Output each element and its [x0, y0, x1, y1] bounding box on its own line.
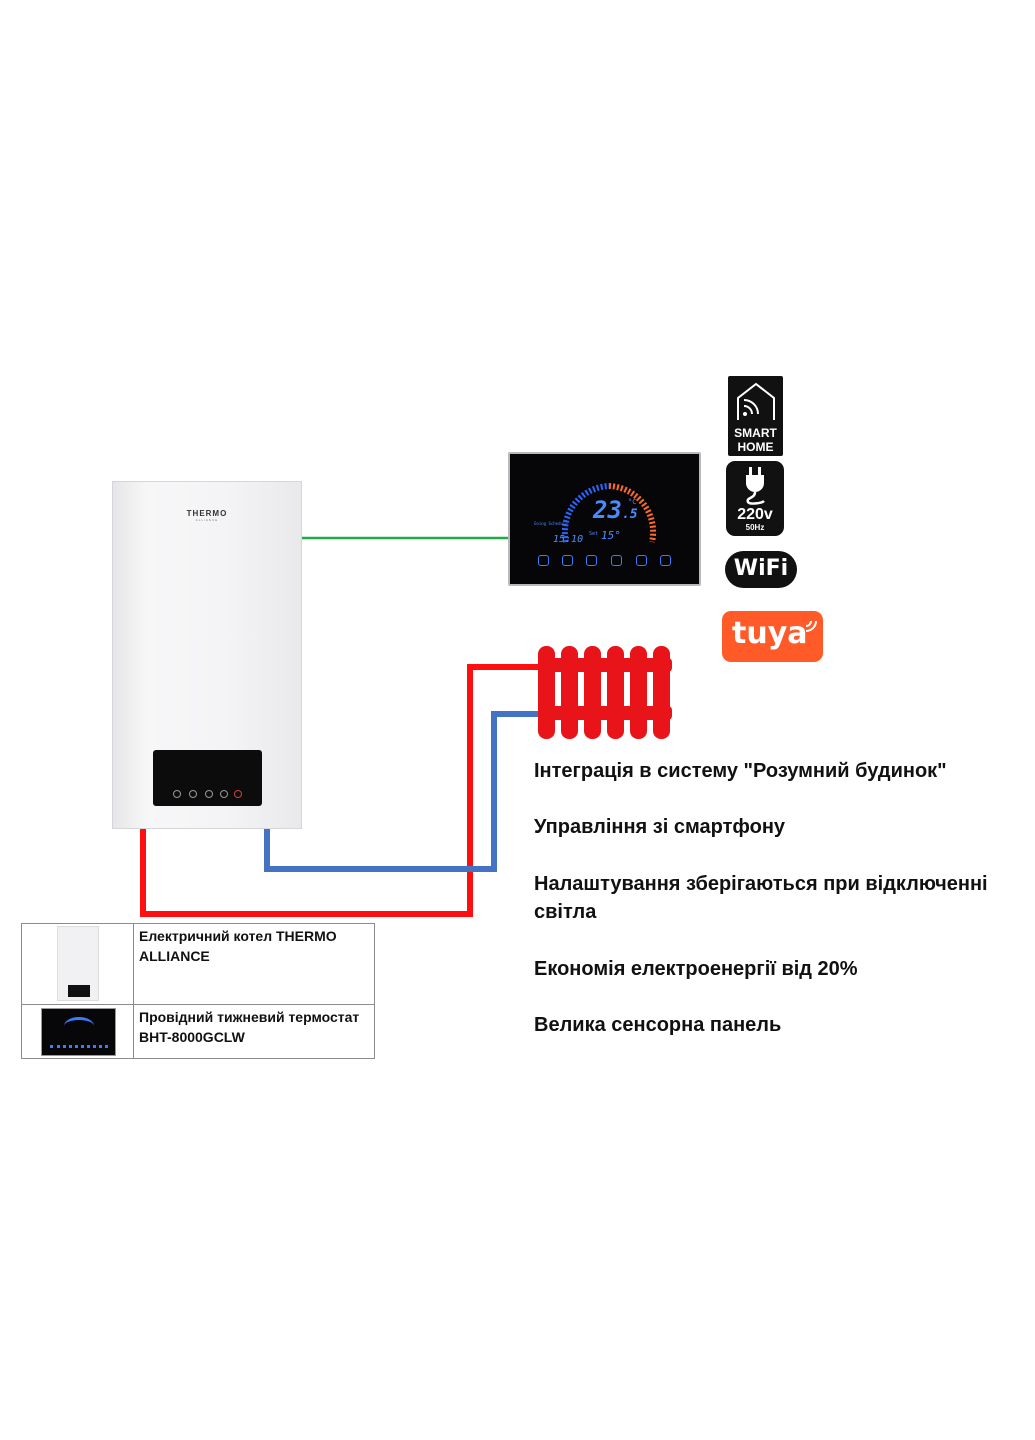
thermostat-set-label: Set	[589, 531, 599, 537]
legend-thermostat-label: Провідний тижневий термостат BHT-8000GCL…	[139, 1009, 360, 1045]
radiator-fin	[538, 646, 555, 739]
legend-row-boiler: Електричний котел THERMO ALLIANCE	[22, 924, 374, 1005]
plug-icon	[746, 467, 765, 505]
boiler-power-button	[234, 790, 242, 798]
thermostat-set-temp: 15°	[601, 529, 621, 542]
wifi-badge: WiFi	[725, 551, 797, 588]
radiator-fin	[607, 646, 624, 739]
return-pipe	[264, 711, 540, 872]
radiator-fin	[561, 646, 578, 739]
legend-thermostat-thumb	[22, 1005, 134, 1058]
thermostat-unit: °C	[628, 498, 637, 506]
boiler-button	[189, 790, 197, 798]
smart-home-line-2: HOME	[737, 440, 774, 454]
boiler-brand: THERMO	[186, 509, 228, 518]
smart-home-badge: SMART HOME	[728, 376, 783, 456]
feature-energy-saving: Економія електроенергії від 20%	[534, 958, 858, 980]
legend-boiler-label: Електричний котел THERMO ALLIANCE	[139, 928, 337, 964]
thermostat: 23.5 °C Going Schedule 15:10 Set 15°	[508, 452, 701, 586]
tuya-logo: tuya	[732, 616, 808, 651]
feature-touch-panel: Велика сенсорна панель	[534, 1014, 782, 1036]
tuya-badge: tuya	[722, 611, 823, 662]
tuya-signal-icon	[805, 620, 817, 632]
legend-row-thermostat: Провідний тижневий термостат BHT-8000GCL…	[22, 1005, 374, 1058]
clock-icon[interactable]	[611, 555, 622, 566]
down-icon[interactable]	[660, 555, 671, 566]
smart-home-line-1: SMART	[734, 426, 777, 440]
boiler-brand-sub: ALLIANCE	[195, 518, 219, 522]
boiler-button	[220, 790, 228, 798]
thermostat-gauge	[561, 483, 657, 543]
feature-smart-home: Інтеграція в систему "Розумний будинок"	[534, 760, 947, 782]
electric-boiler: THERMO ALLIANCE	[112, 481, 302, 829]
fan-icon[interactable]	[562, 555, 573, 566]
radiator-header-top	[538, 658, 672, 672]
radiator-header-bottom	[538, 706, 672, 720]
feature-settings-memory: Налаштування зберігаються при відключенн…	[534, 873, 988, 923]
power-icon[interactable]	[538, 555, 549, 566]
thermostat-temp: 23.5	[593, 496, 638, 524]
up-icon[interactable]	[636, 555, 647, 566]
legend-boiler-thumb	[22, 924, 134, 1004]
radiator	[538, 646, 672, 739]
boiler-button	[173, 790, 181, 798]
thermostat-time: 15:10	[553, 534, 584, 545]
supply-pipe	[140, 664, 540, 917]
legend-table: Електричний котел THERMO ALLIANCE Провід…	[21, 923, 375, 1059]
thumb-boiler	[57, 926, 99, 1001]
boiler-control-panel	[153, 750, 262, 806]
power-badge: 220v 50Hz	[726, 461, 784, 536]
boiler-button	[205, 790, 213, 798]
smart-home-icon	[737, 382, 775, 420]
radiator-fin	[630, 646, 647, 739]
thermostat-schedule: Going Schedule	[534, 521, 568, 526]
frequency-label: 50Hz	[745, 523, 765, 532]
voltage-label: 220v	[737, 506, 773, 523]
radiator-fin	[584, 646, 601, 739]
mode-icon[interactable]	[586, 555, 597, 566]
radiator-fin	[653, 646, 670, 739]
thumb-thermostat	[41, 1008, 116, 1056]
feature-smartphone: Управління зі смартфону	[534, 816, 786, 838]
wifi-label: WiFi	[733, 556, 789, 581]
